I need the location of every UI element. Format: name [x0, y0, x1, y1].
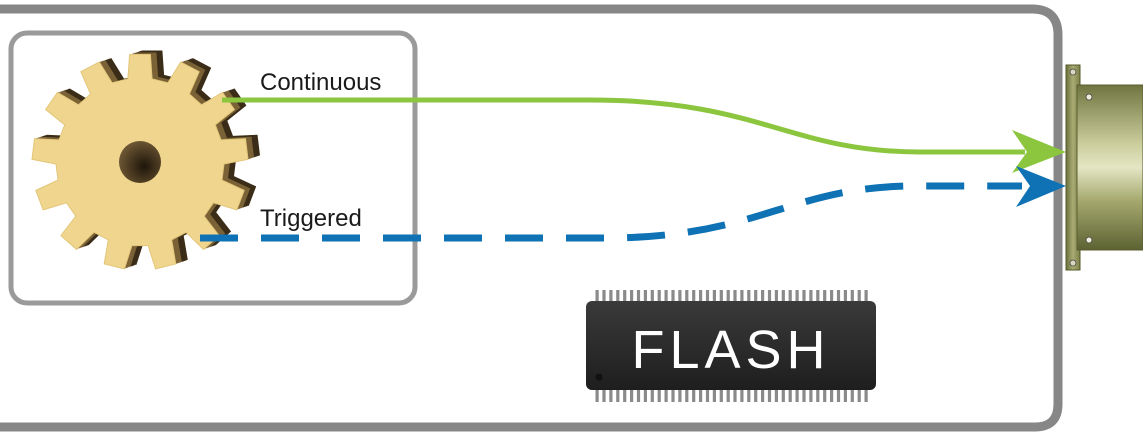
chip-pin — [781, 388, 785, 402]
chip-pin — [754, 388, 758, 402]
chip-pin — [802, 388, 806, 402]
chip-pin — [712, 290, 716, 303]
chip-pin — [857, 290, 861, 303]
continuous-line — [222, 97, 1025, 155]
chip-pin — [767, 290, 772, 303]
chip-pin — [657, 388, 661, 402]
chip-pin — [664, 388, 668, 402]
chip-pin — [843, 388, 847, 402]
triggered-label: Triggered — [260, 205, 362, 232]
chip-pin — [719, 388, 723, 402]
chip-pin — [705, 290, 710, 303]
chip-pin — [699, 290, 703, 303]
chip-pin — [795, 290, 799, 303]
chip-pin — [809, 290, 813, 303]
device-outline — [0, 4, 1063, 432]
gear-icon — [31, 50, 260, 270]
chip-pin — [850, 388, 854, 402]
chip-pin — [685, 388, 689, 402]
chip-pin — [602, 388, 606, 402]
chip-pin — [650, 290, 654, 303]
chip-pin — [671, 290, 675, 303]
chip-pin — [719, 290, 723, 303]
chip-pins-bottom — [595, 388, 868, 402]
triggered-line — [200, 182, 1022, 242]
chip-pin — [657, 290, 661, 303]
connector-icon — [1065, 64, 1143, 271]
chip-pin — [747, 290, 751, 303]
chip-pin — [616, 388, 620, 402]
chip-pin — [836, 290, 841, 303]
chip-pin — [740, 388, 744, 402]
continuous-label: Continuous — [260, 69, 381, 96]
chip-pin — [864, 388, 868, 402]
chip-pin — [685, 290, 689, 303]
chip-pin — [740, 290, 744, 303]
chip-pin — [643, 388, 647, 402]
chip-pin — [761, 388, 765, 402]
chip-pin — [623, 388, 627, 402]
chip-pin — [636, 388, 641, 402]
flash-chip-icon: FLASH — [586, 290, 876, 402]
chip-pin — [595, 290, 599, 303]
chip-pin — [623, 290, 627, 303]
chip-pin — [705, 388, 710, 402]
chip-pin — [823, 290, 827, 303]
chip-pin — [643, 290, 647, 303]
chip-pin — [802, 290, 806, 303]
chip-pin — [678, 388, 682, 402]
chip-pin — [774, 388, 778, 402]
chip-pin — [843, 290, 847, 303]
chip-pin — [774, 290, 778, 303]
chip-pin — [767, 388, 772, 402]
chip-pin — [864, 290, 868, 303]
chip-pin — [733, 388, 737, 402]
chip-pin — [726, 290, 730, 303]
chip-pin — [761, 290, 765, 303]
chip-pin — [678, 290, 682, 303]
chip-pin — [830, 290, 834, 303]
chip-pin — [671, 388, 675, 402]
chip-pin — [650, 388, 654, 402]
chip-pin — [712, 388, 716, 402]
chip-pin — [823, 388, 827, 402]
chip-label: FLASH — [631, 320, 830, 380]
chip-pin — [754, 290, 758, 303]
chip-pin — [816, 290, 820, 303]
chip-pin — [699, 388, 703, 402]
chip-pin — [726, 388, 730, 402]
sensor-box — [8, 30, 418, 306]
chip-pin — [795, 388, 799, 402]
chip-pin — [830, 388, 834, 402]
triggered-arrowhead — [1016, 166, 1066, 207]
chip-pins-top — [595, 290, 868, 303]
chip-body — [586, 301, 876, 390]
chip-pin — [692, 388, 696, 402]
chip-pin — [816, 388, 820, 402]
chip-pin — [747, 388, 751, 402]
chip-pin — [609, 388, 613, 402]
chip-pin — [602, 290, 606, 303]
chip-pin — [630, 290, 634, 303]
chip-pin — [788, 290, 792, 303]
chip-pin — [616, 290, 620, 303]
chip-pin — [781, 290, 785, 303]
chip-pin — [595, 388, 599, 402]
continuous-arrowhead — [1012, 130, 1066, 173]
chip-pin — [609, 290, 613, 303]
chip-pin — [630, 388, 634, 402]
chip-pin — [857, 388, 861, 402]
chip-pin — [809, 388, 813, 402]
chip-pin — [692, 290, 696, 303]
chip-pin — [636, 290, 641, 303]
chip-pin — [733, 290, 737, 303]
chip-pin — [664, 290, 668, 303]
chip-pin — [788, 388, 792, 402]
chip-pin — [850, 290, 854, 303]
chip-pin — [836, 388, 841, 402]
